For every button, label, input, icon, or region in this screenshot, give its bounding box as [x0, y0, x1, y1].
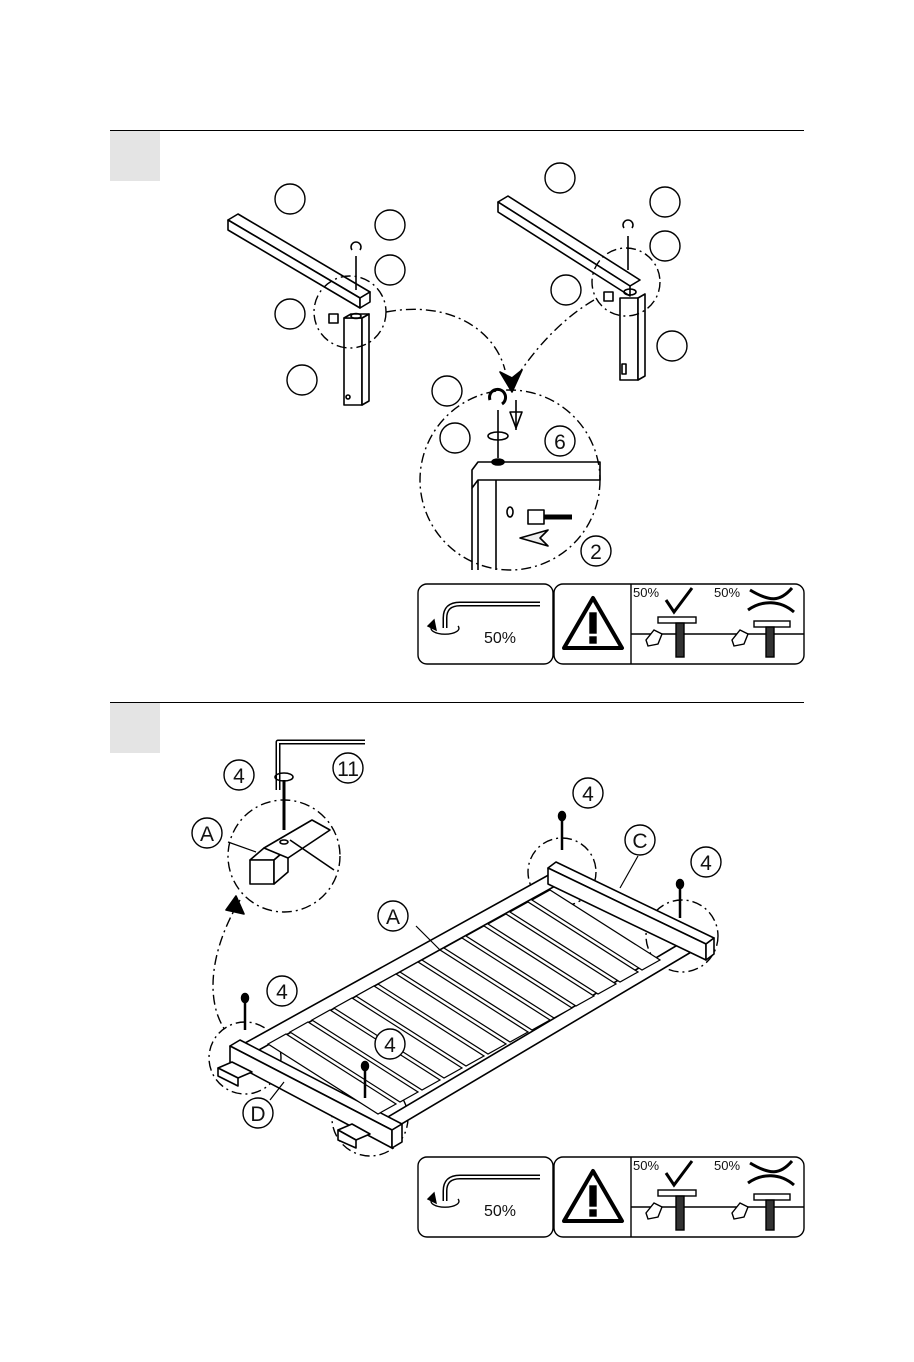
- callout-6: 6: [554, 431, 566, 454]
- step2-bad-percent: 50%: [714, 1158, 740, 1173]
- step1-tool-percent: 50%: [484, 630, 516, 647]
- callout-4-left: 4: [276, 981, 288, 1004]
- callout-4-washer: 4: [233, 765, 245, 788]
- step1-good-percent: 50%: [633, 585, 659, 600]
- step2-divider: [110, 702, 804, 703]
- step1-bad-percent: 50%: [714, 585, 740, 600]
- step2-tool-panel: [418, 1157, 553, 1237]
- callout-4-top-right: 4: [700, 852, 712, 875]
- callout-d-rail: D: [250, 1103, 265, 1126]
- frame-slats: [268, 890, 660, 1114]
- step1-illustration: 6 2 50% 50% 50%: [0, 0, 914, 700]
- callout-c-rail: C: [632, 830, 647, 853]
- step2-good-percent: 50%: [633, 1158, 659, 1173]
- callout-a-rail: A: [386, 906, 400, 929]
- warning-icon: [564, 1171, 622, 1221]
- step2-warning-panel: [554, 1157, 804, 1237]
- callout-4-bottom: 4: [384, 1034, 396, 1057]
- callout-2: 2: [590, 541, 602, 564]
- step2-number-box: [110, 703, 160, 753]
- step1-tool-panel: [418, 584, 553, 664]
- callout-a-inset: A: [200, 823, 214, 846]
- assembly-detail: [472, 389, 600, 570]
- step1-warning-panel: [554, 584, 804, 664]
- callout-11-hex-key: 11: [337, 758, 359, 781]
- step2-tool-percent: 50%: [484, 1203, 516, 1220]
- callout-4-top-mid: 4: [582, 783, 594, 806]
